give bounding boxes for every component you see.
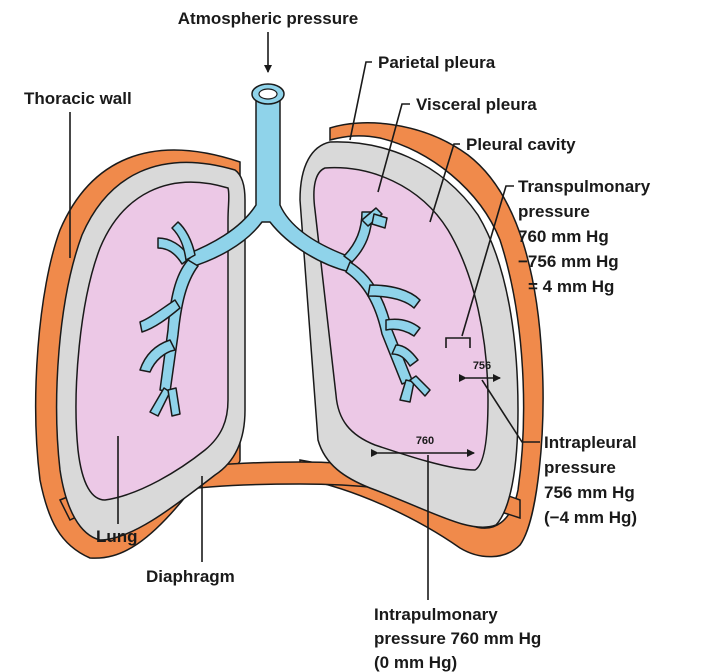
transpulmonary-label: Transpulmonary pressure 760 mm Hg −756 m… bbox=[518, 177, 655, 296]
intrapleural-label: Intrapleural pressure 756 mm Hg (−4 mm H… bbox=[544, 433, 641, 527]
value-756-label: 756 bbox=[473, 360, 491, 372]
visceral-pleura-label: Visceral pleura bbox=[416, 95, 537, 114]
trachea-lumen bbox=[259, 89, 277, 99]
lung-label: Lung bbox=[96, 527, 138, 546]
thoracic-wall-label: Thoracic wall bbox=[24, 89, 132, 108]
parietal-pleura-label: Parietal pleura bbox=[378, 53, 496, 72]
diaphragm-label: Diaphragm bbox=[146, 567, 235, 586]
value-760-label: 760 bbox=[416, 435, 434, 447]
pleural-cavity-label: Pleural cavity bbox=[466, 135, 576, 154]
atmospheric-pressure-label: Atmospheric pressure bbox=[178, 9, 358, 28]
intrapulmonary-label: Intrapulmonary pressure 760 mm Hg (0 mm … bbox=[374, 605, 546, 672]
